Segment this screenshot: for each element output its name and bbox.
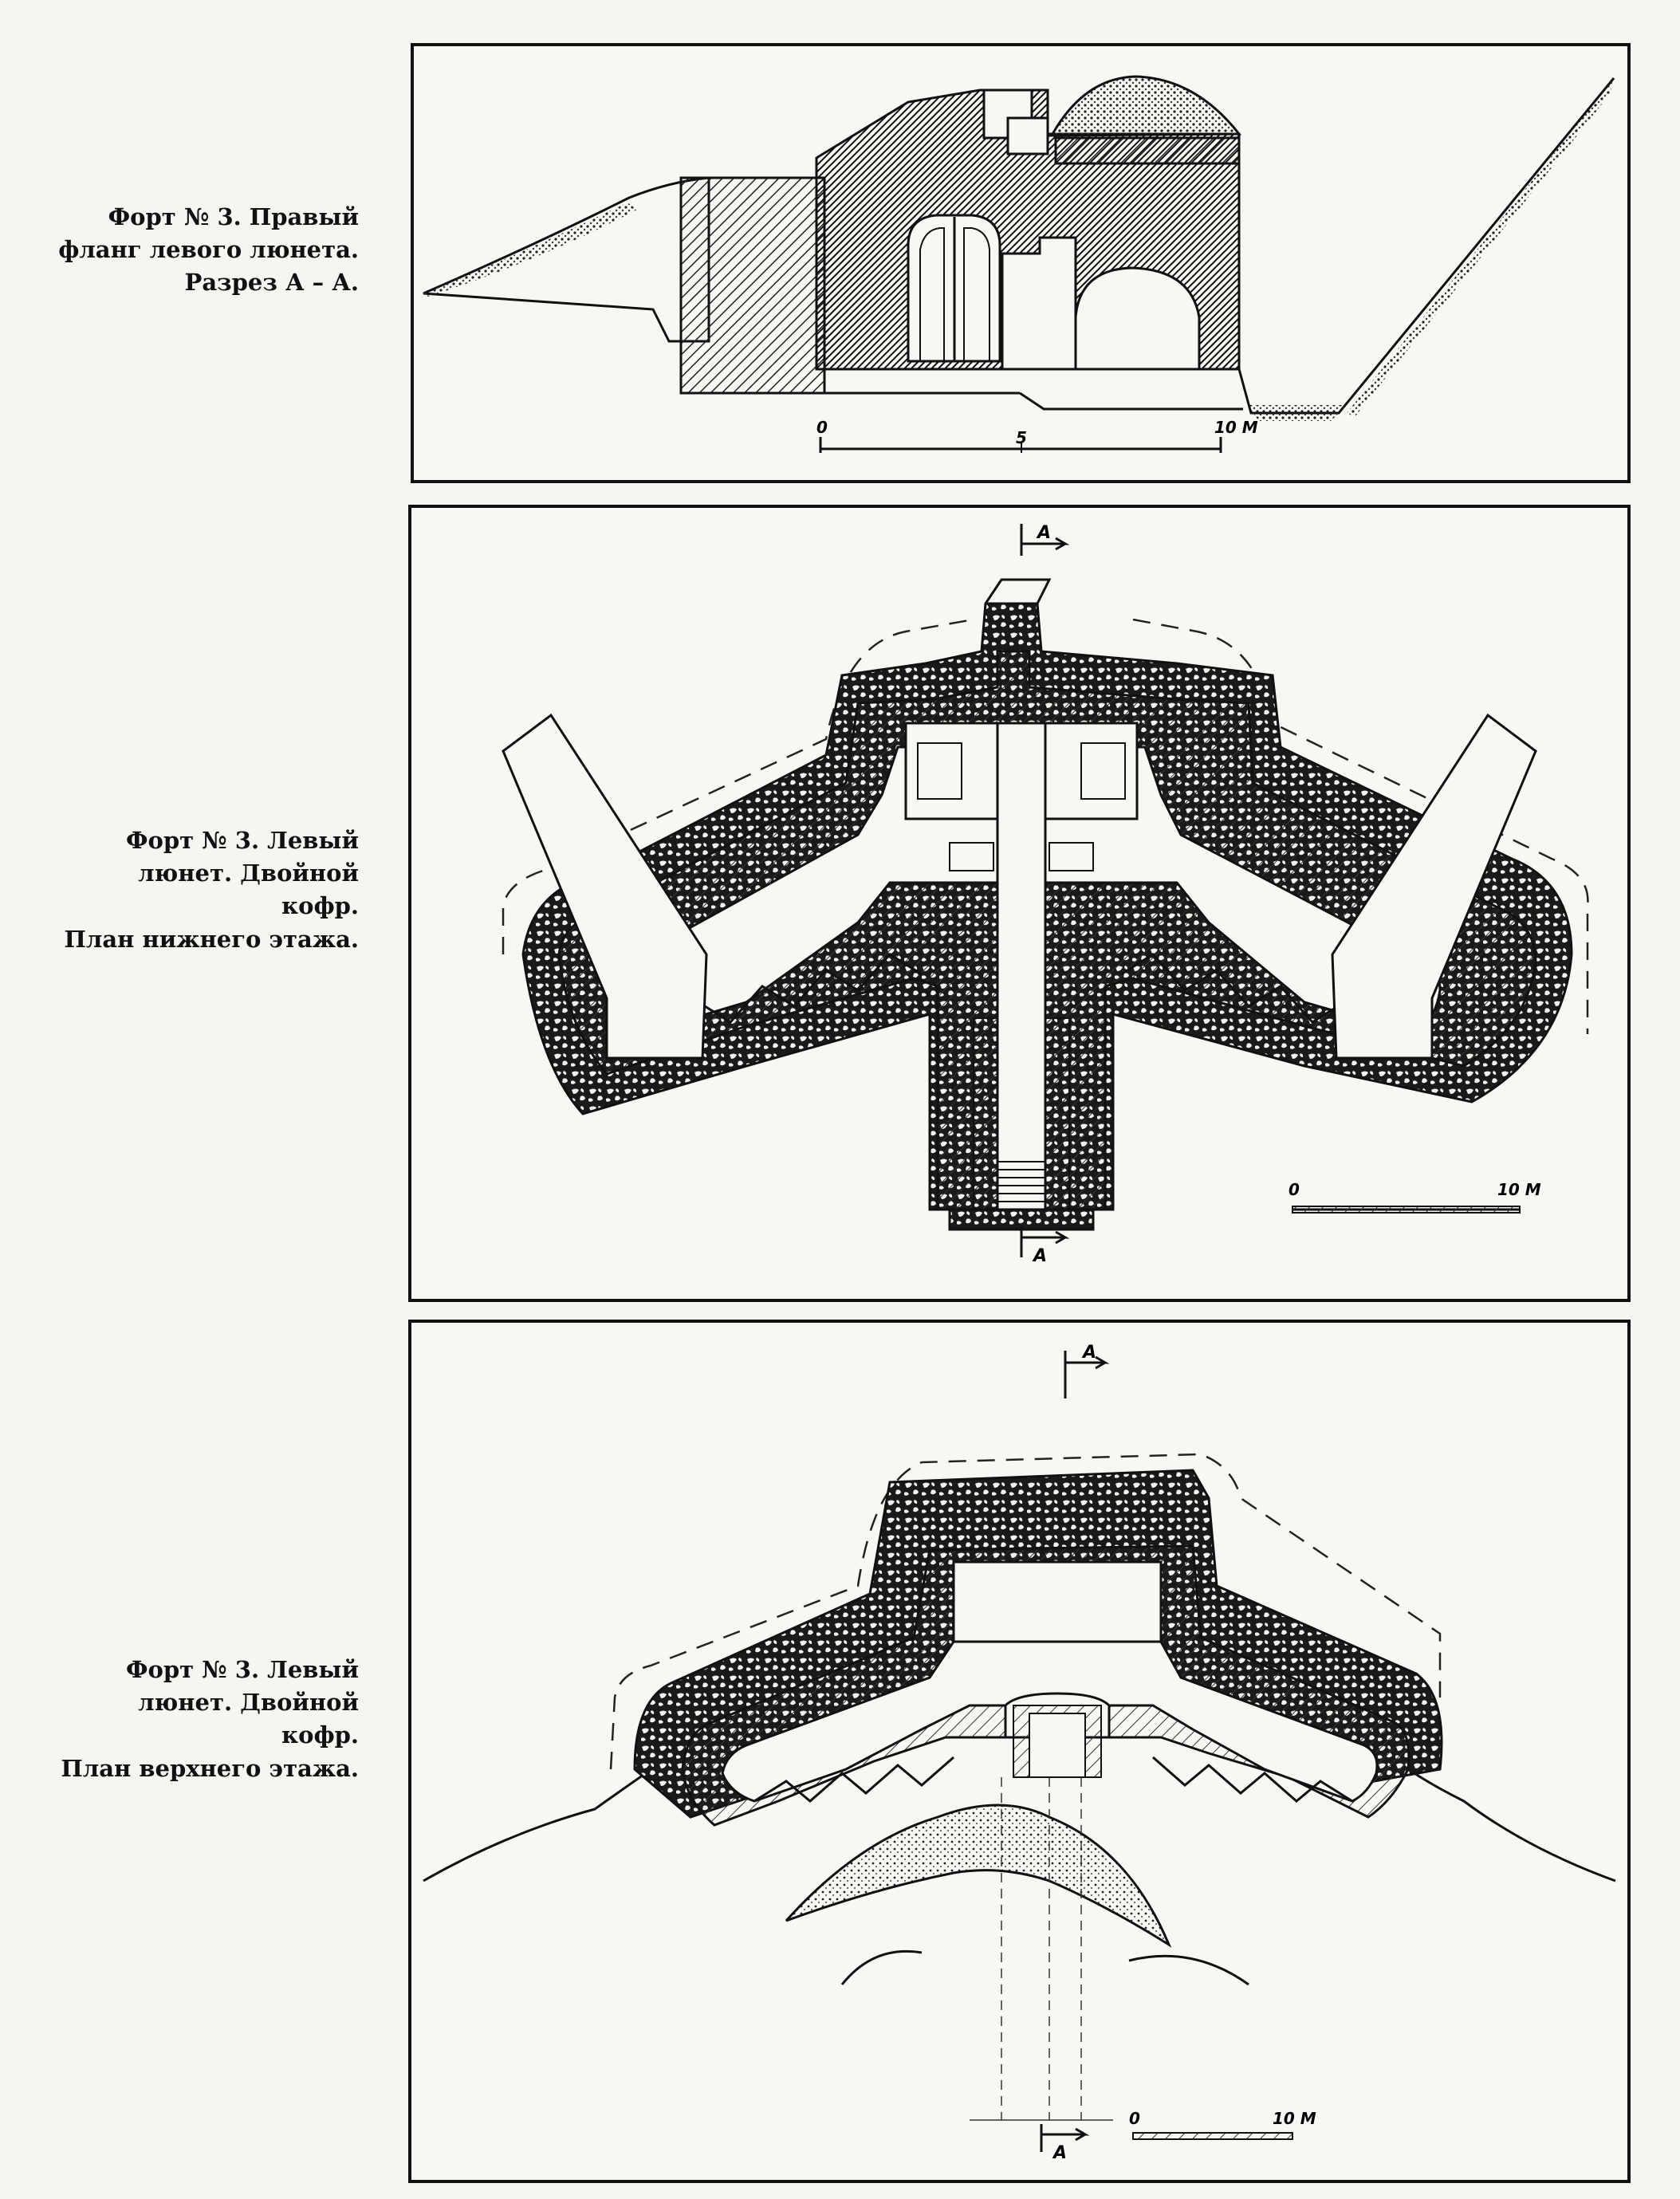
loophole-right [1080,742,1126,800]
left-earth-slope [423,176,710,343]
scale-bar-fill [1292,1206,1521,1214]
window-left [919,227,945,362]
vaulted-gallery [1074,266,1201,371]
vent-shaft [1006,116,1049,155]
right-slope-stipple [1347,78,1614,417]
section-drawing: 0 5 10 М [423,75,1615,453]
section-mark-top: А [1036,523,1051,543]
scale-label-end: 10 М [1497,1180,1541,1199]
right-ditch-slope [1237,77,1615,415]
corridor-wall-left [973,1017,998,1210]
earth-cover-mound [1049,75,1242,137]
left-wall-section [679,176,826,395]
top-passage [984,578,1052,604]
section-arrow-bottom [1021,1230,1070,1245]
upper-floor-plan-panel: А А 0 10 М [408,1320,1631,2183]
caption-line: План нижнего этажа. [64,925,359,953]
stove-right [1049,842,1094,871]
caption-lower-floor-plan: Форт № 3. Левый люнет. Двойной кофр. Пла… [56,824,359,956]
stove-left [949,842,994,871]
section-mark-bottom: А [1032,1246,1047,1266]
caption-line: люнет. Двойной кофр. [138,1689,359,1749]
outline-dashed [609,1453,1442,1770]
ground-curve [1128,1954,1249,1986]
section-mark-bottom: А [1052,2143,1067,2163]
gallery-interior [721,1640,1379,1803]
masonry-walls [557,650,1537,1211]
section-arrow-top [1065,1355,1110,1370]
central-corridor [996,722,1047,1211]
section-dashed-lines [970,1777,1113,2121]
glacis-mound [785,1804,1172,1948]
roof-slab [1054,136,1241,165]
scale-label-start: 0 [1289,1180,1300,1199]
caption-line: План верхнего этажа. [61,1754,359,1782]
caption-line: люнет. Двойной кофр. [138,860,359,920]
caption-upper-floor-plan: Форт № 3. Левый люнет. Двойной кофр. Пла… [56,1654,359,1785]
section-arrow-bottom [1041,2127,1090,2142]
caption-section-a-a: Форт № 3. Правый фланг левого люнета. Ра… [56,201,359,300]
lower-floor-plan: А А 0 10 М [502,523,1589,1266]
window-right [963,227,990,362]
scale-bar-fill [1132,2132,1293,2140]
zigzag-loopholes-left [753,1756,954,1803]
corridor-wall-right [1045,1017,1070,1210]
caption-line: фланг левого люнета. [58,236,359,264]
floor-step [1019,391,1243,411]
caption-line: Форт № 3. Правый [108,203,359,230]
right-flank-gallery [1331,713,1537,1060]
upper-floor-plan: А А 0 10 М [423,1343,1616,2163]
stairs [997,1161,1045,1202]
ditch-stipple [1247,405,1347,421]
caption-line: Форт № 3. Левый [125,827,359,854]
zigzag-loopholes-left [650,953,923,1036]
section-mark-top: А [1081,1343,1096,1363]
caption-line: Форт № 3. Левый [125,1656,359,1683]
section-drawing-panel: 0 5 10 М [411,43,1631,483]
left-earth-stipple [423,203,637,297]
lower-floor-plan-panel: А А 0 10 М [408,505,1631,1302]
passage-opening [1001,236,1077,371]
scale-label-mid: 5 [1016,428,1027,447]
entrance-passage [1029,1713,1086,1778]
scale-label-end: 10 М [1273,2109,1316,2128]
scale-label-end: 10 М [1214,418,1258,437]
ground-curve [840,1949,923,1985]
scale-label-start: 0 [1129,2109,1140,2128]
section-arrow-top [1021,537,1070,551]
outline-dashed [502,618,1589,1034]
caption-line: Разрез А – А. [184,269,359,297]
zigzag-loopholes-right [1152,1756,1353,1803]
left-flank-gallery [502,713,708,1060]
scale-label-start: 0 [816,418,828,437]
loophole-left [917,742,962,800]
upper-chamber [952,1560,1163,1643]
